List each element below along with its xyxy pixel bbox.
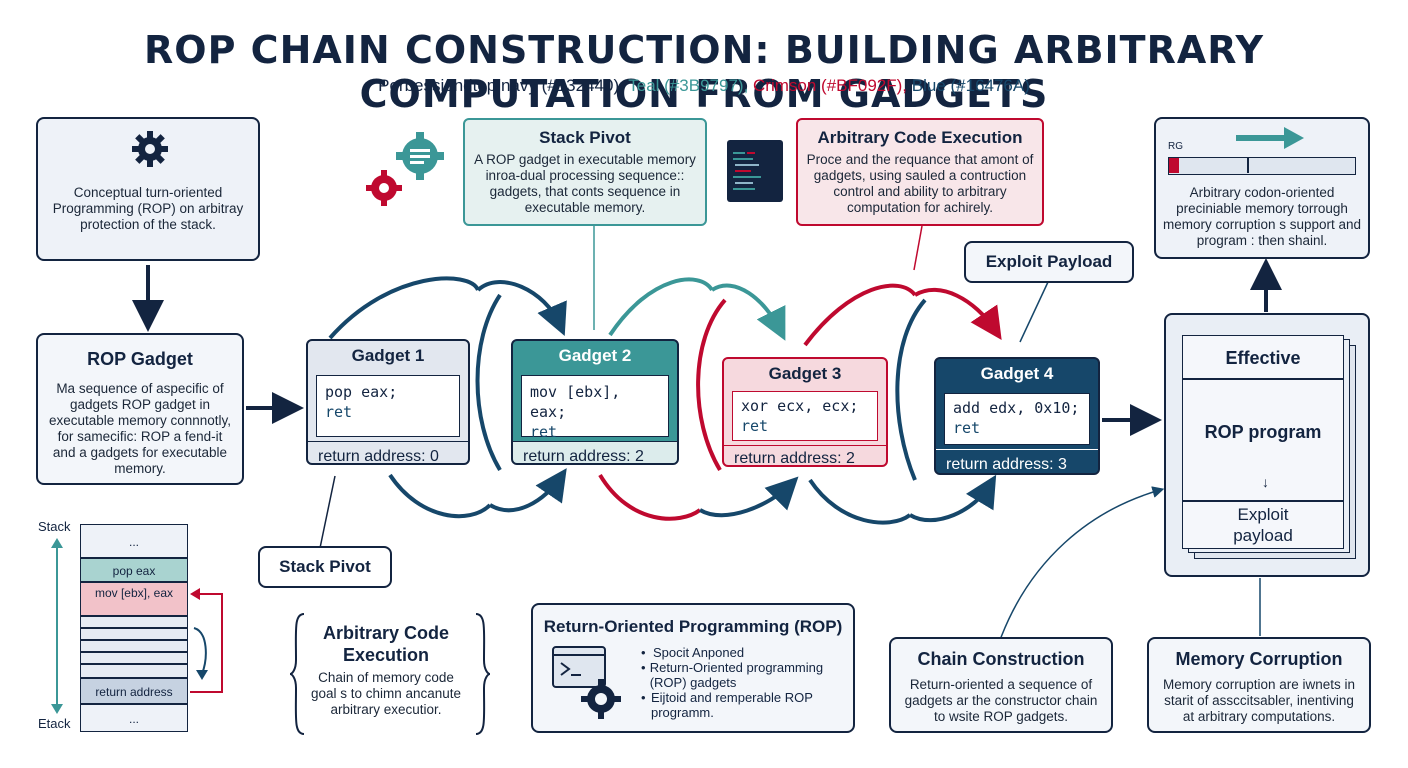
- effective-title: Effective: [1225, 348, 1301, 368]
- gadget-2-return: return address: 2: [513, 441, 677, 463]
- memory-corruption-text: Memory corruption are iwnets in starit o…: [1162, 677, 1356, 724]
- gadget-4-return: return address: 3: [936, 449, 1098, 473]
- arbitrary-execution-text: Proce and the requance that amont of gad…: [806, 152, 1034, 215]
- stack-cell-pop-eax: pop eax: [80, 558, 188, 582]
- stack-cell-top: ...: [80, 524, 188, 558]
- brace-decoration: [290, 613, 490, 735]
- terminal-gear-icon: [552, 646, 621, 719]
- intro-text: Conceptual turn-oriented Programming (RO…: [52, 185, 244, 232]
- rop-explainer-box: Return-Oriented Programming (ROP) •Spoci…: [531, 603, 855, 733]
- gadget-2-code: mov [ebx], eax; ret: [521, 375, 669, 441]
- stack-pivot-label: Stack Pivot: [258, 546, 392, 588]
- gadget-4: Gadget 4 add edx, 0x10; ret return addre…: [934, 357, 1100, 475]
- gadget-3-instruction: xor ecx, ecx;: [741, 397, 859, 415]
- stack-cell-return-address: return address: [80, 678, 188, 704]
- gadget-4-ret: ret: [953, 419, 981, 437]
- stack-pivot-text: A ROP gadget in executable memory inroa-…: [474, 152, 696, 215]
- stack-cell-bottom: ...: [80, 704, 188, 732]
- down-arrow-icon: ↓: [1262, 474, 1269, 490]
- rop-bullet-list: •Spocit Anponed •Return-Oriented program…: [641, 645, 841, 720]
- rop-gadget-box: ROP Gadget Ma sequence of aspecific of g…: [36, 333, 244, 485]
- chain-construction-title: Chain Construction: [917, 649, 1085, 669]
- gadget-2-ret: ret: [530, 423, 558, 441]
- gadget-1-instruction: pop eax;: [325, 383, 398, 401]
- gadget-4-title: Gadget 4: [980, 364, 1054, 383]
- legend-blue: Blue (#16476A): [911, 76, 1030, 95]
- rop-bullet: •Return-Oriented programming (ROP) gadge…: [641, 660, 824, 690]
- legend-crimson: Crimson (#BF092F),: [753, 76, 908, 95]
- rop-gadget-title: ROP Gadget: [87, 349, 193, 369]
- stack-memory: ... pop eax mov [ebx], eax return addres…: [80, 524, 188, 732]
- gadget-1: Gadget 1 pop eax; ret return address: 0: [306, 339, 470, 465]
- page-title: ROP CHAIN CONSTRUCTION: BUILDING ARBITRA…: [144, 28, 1264, 116]
- rop-explainer-title: Return-Oriented Programming (ROP): [543, 617, 843, 636]
- gadget-3-title: Gadget 3: [768, 364, 842, 383]
- exploit-payload-label: Exploit Payload: [964, 241, 1134, 283]
- rop-gadget-text: Ma sequence of aspecific of gadgets ROP …: [48, 381, 232, 476]
- stack-cell-mov: mov [ebx], eax: [80, 582, 188, 616]
- gadget-4-code: add edx, 0x10; ret: [944, 393, 1090, 445]
- intro-box: Conceptual turn-oriented Programming (RO…: [36, 117, 260, 261]
- effective-bottom: Exploit payload: [1233, 505, 1293, 545]
- legend-teal: Teal (#3B9797),: [628, 76, 749, 95]
- gears-icon: [366, 132, 444, 206]
- color-legend: Porbessiondtep navy (#132440), Teal (#3B…: [0, 76, 1408, 96]
- arrow-right-icon: [1236, 127, 1304, 149]
- effective-middle: ROP program: [1204, 422, 1322, 442]
- memory-corruption-box: Memory Corruption Memory corruption are …: [1147, 637, 1371, 733]
- progress-bar: [1168, 157, 1356, 175]
- chain-construction-text: Return-oriented a sequence of gadgets ar…: [904, 677, 1098, 724]
- stack-top-label: Stack: [38, 519, 71, 534]
- gadget-1-return: return address: 0: [308, 441, 468, 463]
- gadget-3: Gadget 3 xor ecx, ecx; ret return addres…: [722, 357, 888, 467]
- memory-corruption-title: Memory Corruption: [1175, 649, 1343, 669]
- stack-direction-arrow: [51, 538, 63, 714]
- gadget-2-title: Gadget 2: [558, 346, 632, 365]
- stack-pivot-box: Stack Pivot A ROP gadget in executable m…: [463, 118, 707, 226]
- code-window-icon: [727, 140, 783, 202]
- rop-bullet: •Spocit Anponed: [641, 645, 745, 660]
- summary-text: Arbitrary codon-oriented preciniable mem…: [1162, 185, 1362, 248]
- summary-box: RG Arbitrary codon-oriented preciniable …: [1154, 117, 1370, 259]
- gadget-1-title: Gadget 1: [351, 346, 425, 365]
- arbitrary-execution-box: Arbitrary Code Execution Proce and the r…: [796, 118, 1044, 226]
- bar-label: RG: [1168, 141, 1183, 152]
- progress-fill: [1169, 158, 1179, 173]
- arbitrary-bottom-text: Chain of memory code goal s to chimn anc…: [310, 670, 462, 717]
- gadget-1-ret: ret: [325, 403, 353, 421]
- document-stack: Effective ROP program ↓ Exploit payload: [1182, 335, 1344, 549]
- gear-icon: [132, 131, 168, 167]
- stack-return-arrow: [190, 588, 223, 693]
- gadget-3-ret: ret: [741, 417, 769, 435]
- gadget-4-instruction: add edx, 0x10;: [953, 399, 1080, 417]
- stack-pivot-title: Stack Pivot: [539, 128, 631, 147]
- gadget-2: Gadget 2 mov [ebx], eax; ret return addr…: [511, 339, 679, 465]
- gadget-3-code: xor ecx, ecx; ret: [732, 391, 878, 441]
- gadget-3-return: return address: 2: [724, 445, 886, 465]
- chain-construction-box: Chain Construction Return-oriented a seq…: [889, 637, 1113, 733]
- legend-navy: Porbessiondtep navy (#132440),: [378, 76, 624, 95]
- effective-program-box: Effective ROP program ↓ Exploit payload: [1164, 313, 1370, 577]
- stack-bottom-label: Etack: [38, 716, 71, 731]
- rop-bullet: •Eijtoid and remperable ROP programm.: [641, 690, 813, 720]
- arbitrary-execution-title: Arbitrary Code Execution: [817, 128, 1023, 147]
- gadget-1-code: pop eax; ret: [316, 375, 460, 437]
- arbitrary-bottom-title: Arbitrary Code Execution: [322, 623, 450, 665]
- gadget-2-instruction: mov [ebx], eax;: [530, 383, 621, 421]
